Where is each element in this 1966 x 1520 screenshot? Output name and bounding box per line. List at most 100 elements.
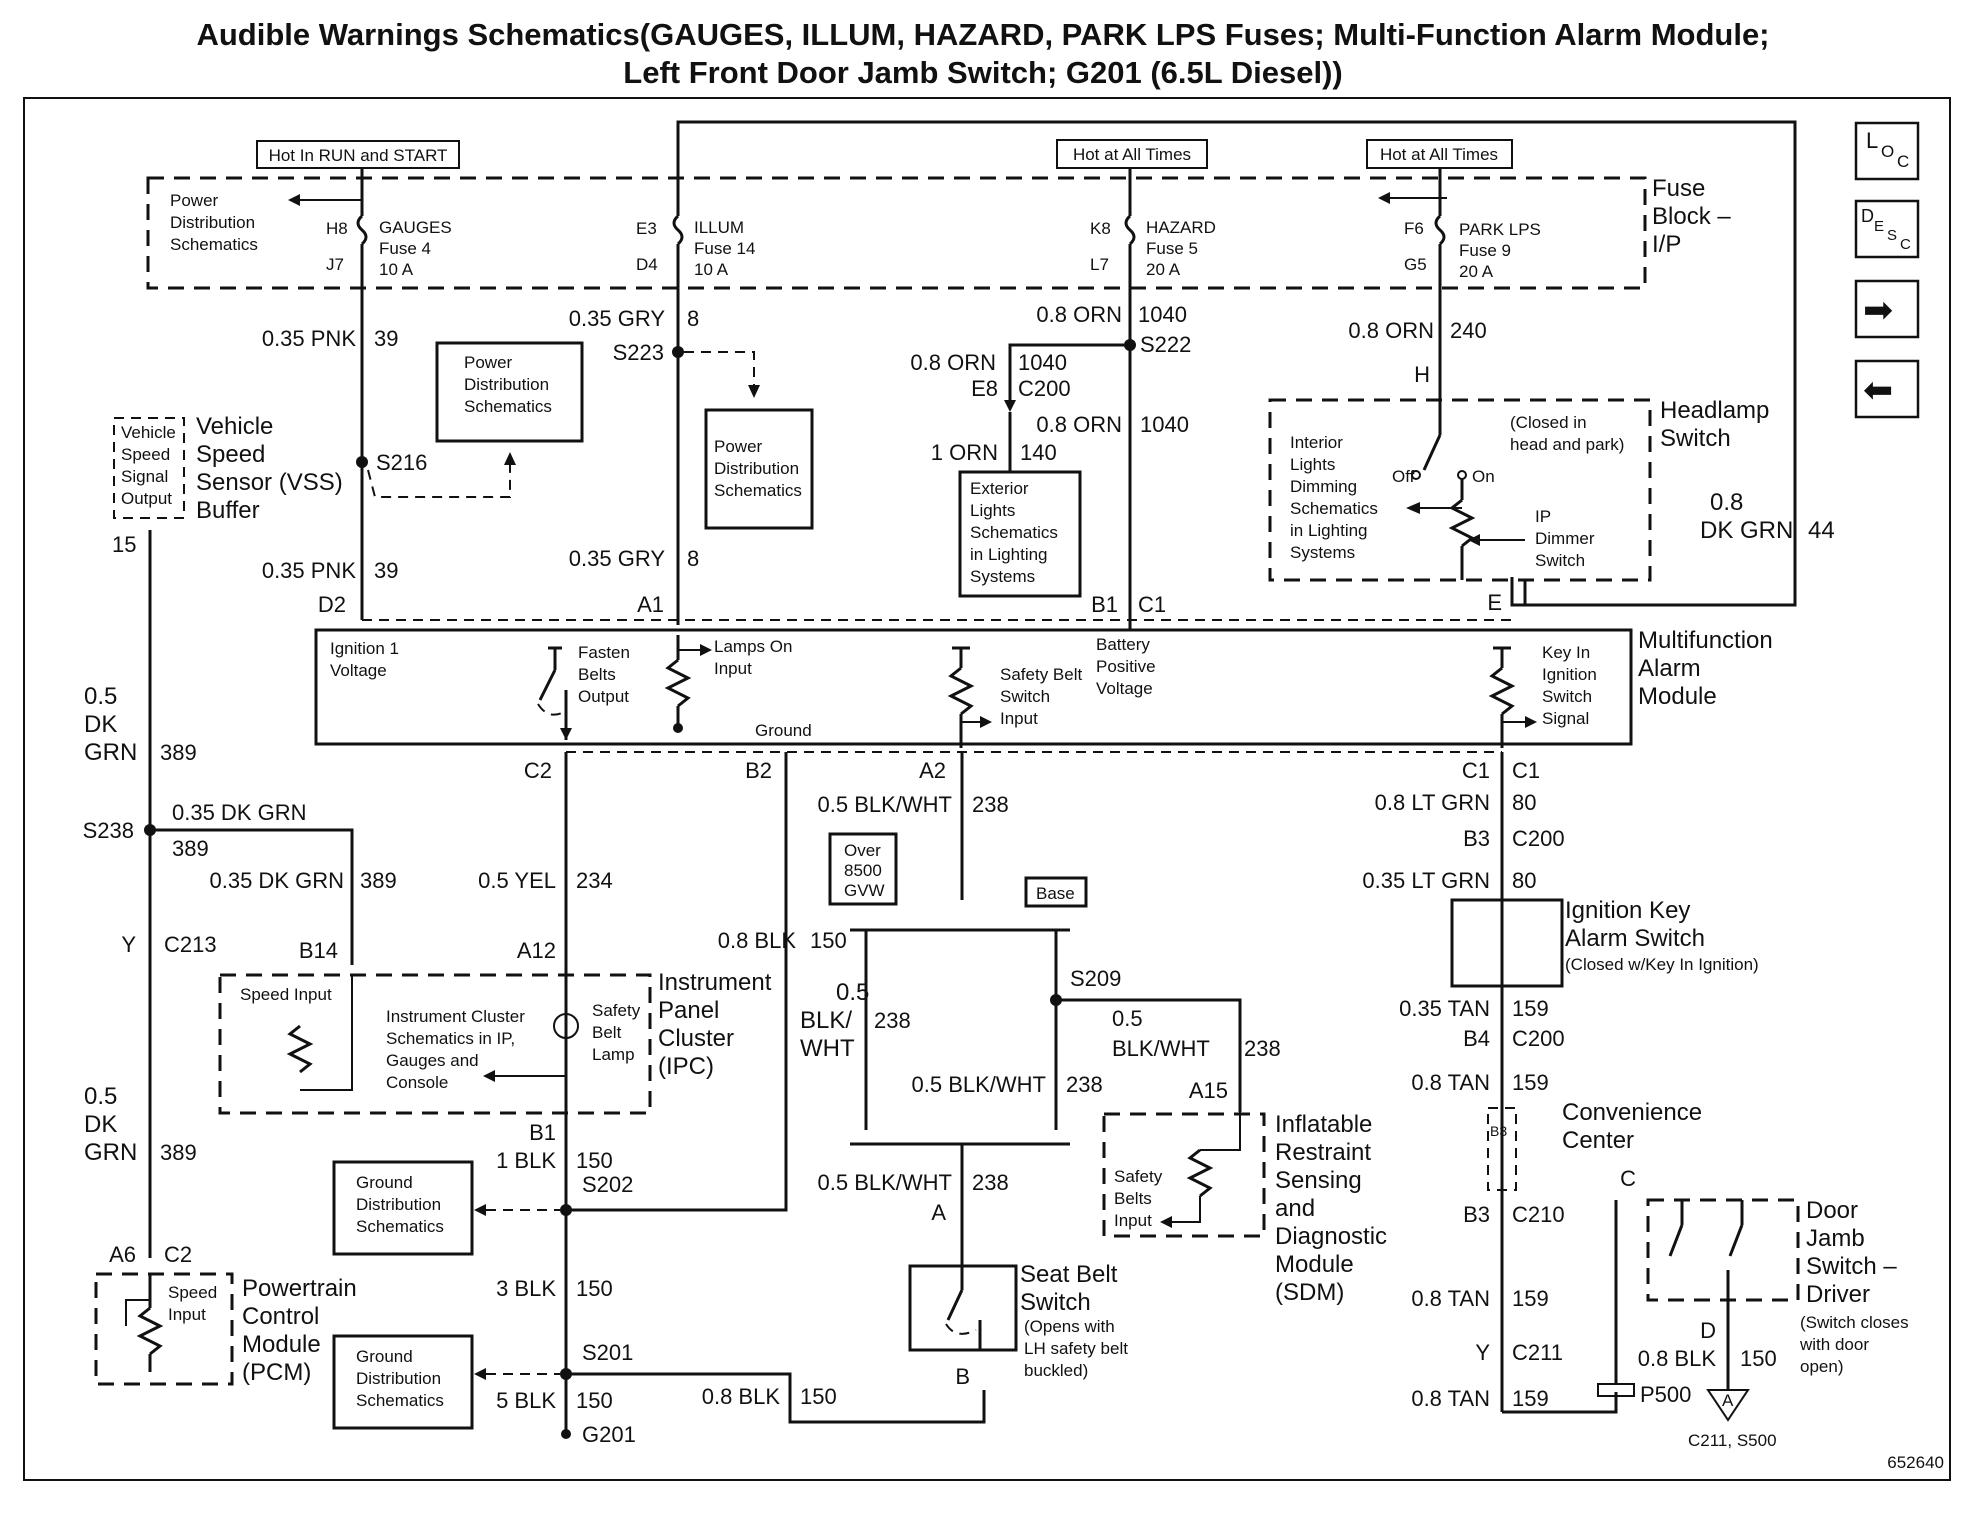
svg-text:Seat Belt: Seat Belt xyxy=(1020,1261,1118,1288)
svg-text:238: 238 xyxy=(874,1008,911,1033)
svg-text:Safety: Safety xyxy=(1114,1167,1163,1186)
svg-text:Output: Output xyxy=(121,489,172,508)
svg-text:C200: C200 xyxy=(1018,376,1071,401)
desc-letter-4: C xyxy=(1900,236,1911,253)
svg-text:Multifunction: Multifunction xyxy=(1638,627,1773,654)
svg-text:Ground: Ground xyxy=(356,1173,413,1192)
arrow-right-icon: ➡ xyxy=(1863,289,1893,330)
base-box xyxy=(1024,876,1088,908)
svg-text:0.5 YEL: 0.5 YEL xyxy=(478,868,556,893)
svg-text:with door: with door xyxy=(1799,1335,1869,1354)
svg-text:Fuse 5: Fuse 5 xyxy=(1146,239,1198,258)
svg-text:0.5 BLK/WHT: 0.5 BLK/WHT xyxy=(912,1072,1046,1097)
svg-text:D: D xyxy=(1700,1318,1716,1343)
svg-text:Ignition 1: Ignition 1 xyxy=(330,639,399,658)
svg-text:1 ORN: 1 ORN xyxy=(931,440,998,465)
svg-text:20 A: 20 A xyxy=(1459,262,1494,281)
svg-text:0.35 DK GRN: 0.35 DK GRN xyxy=(172,800,307,825)
svg-text:Fuse 4: Fuse 4 xyxy=(379,239,431,258)
svg-text:389: 389 xyxy=(160,740,197,765)
title-line-2: Left Front Door Jamb Switch; G201 (6.5L … xyxy=(623,55,1343,90)
svg-text:Driver: Driver xyxy=(1806,1281,1870,1308)
svg-text:Inflatable: Inflatable xyxy=(1275,1111,1372,1138)
svg-text:C: C xyxy=(1620,1166,1636,1191)
svg-text:Base: Base xyxy=(1036,884,1075,903)
desc-button[interactable]: D E S C xyxy=(1854,199,1920,259)
safety-belt-lamp-icon xyxy=(553,1013,579,1039)
powertrain-control-module-box xyxy=(94,1272,234,1386)
svg-text:0.8 ORN: 0.8 ORN xyxy=(910,350,996,375)
svg-text:Fuse 9: Fuse 9 xyxy=(1459,241,1511,260)
svg-text:Lamp: Lamp xyxy=(592,1045,635,1064)
loc-letter-1: L xyxy=(1866,128,1878,153)
svg-text:Vehicle: Vehicle xyxy=(121,423,176,442)
svg-text:20 A: 20 A xyxy=(1146,260,1181,279)
svg-text:80: 80 xyxy=(1512,868,1536,893)
svg-text:in Lighting: in Lighting xyxy=(1290,521,1368,540)
svg-text:IP: IP xyxy=(1535,507,1551,526)
wire-label: 0.35 PNK xyxy=(262,326,356,351)
hot-label-all-times-1: Hot at All Times xyxy=(1056,139,1208,169)
svg-text:Output: Output xyxy=(578,687,629,706)
svg-text:Alarm: Alarm xyxy=(1638,655,1701,682)
svg-text:0.8: 0.8 xyxy=(1710,489,1743,516)
svg-text:Hot at All Times: Hot at All Times xyxy=(1073,145,1191,164)
top-feed-wire xyxy=(676,120,1797,607)
svg-text:Headlamp: Headlamp xyxy=(1660,397,1769,424)
svg-text:Input: Input xyxy=(1000,709,1038,728)
svg-text:Hot In RUN and START: Hot In RUN and START xyxy=(269,146,448,165)
svg-text:GRN: GRN xyxy=(84,1139,137,1166)
svg-text:BLK/: BLK/ xyxy=(800,1007,852,1034)
svg-text:G5: G5 xyxy=(1404,255,1427,274)
svg-text:B4: B4 xyxy=(1463,1026,1490,1051)
svg-text:Y: Y xyxy=(1475,1340,1490,1365)
loc-letter-3: C xyxy=(1897,152,1909,171)
loc-button[interactable]: L O C xyxy=(1854,121,1920,181)
svg-text:A1: A1 xyxy=(637,592,664,617)
svg-text:S223: S223 xyxy=(613,340,664,365)
svg-text:Exterior: Exterior xyxy=(970,479,1029,498)
power-distribution-box-s216 xyxy=(435,341,584,443)
svg-text:H: H xyxy=(1414,362,1430,387)
outer-frame xyxy=(23,97,1951,1481)
svg-text:159: 159 xyxy=(1512,1286,1549,1311)
svg-text:Speed: Speed xyxy=(196,441,265,468)
svg-text:159: 159 xyxy=(1512,1070,1549,1095)
wire-label: 0.35 GRY xyxy=(569,306,666,331)
svg-text:Key In: Key In xyxy=(1542,643,1590,662)
svg-text:150: 150 xyxy=(576,1276,613,1301)
title-line-1: Audible Warnings Schematics(GAUGES, ILLU… xyxy=(196,17,1770,52)
svg-text:C2: C2 xyxy=(164,1242,192,1267)
svg-text:Switch –: Switch – xyxy=(1806,1253,1897,1280)
svg-text:DK: DK xyxy=(84,1111,117,1138)
svg-text:Schematics in IP,: Schematics in IP, xyxy=(386,1029,515,1048)
svg-text:Systems: Systems xyxy=(970,567,1035,586)
svg-text:150: 150 xyxy=(810,928,847,953)
over-8500-gvw-box xyxy=(828,832,898,906)
svg-text:150: 150 xyxy=(576,1388,613,1413)
svg-text:150: 150 xyxy=(576,1148,613,1173)
svg-text:P500: P500 xyxy=(1640,1382,1691,1407)
desc-letter-1: D xyxy=(1861,206,1874,226)
svg-text:C2: C2 xyxy=(524,758,552,783)
convenience-center-box xyxy=(1487,1107,1517,1191)
headlamp-switch-box xyxy=(1268,398,1652,582)
svg-text:in Lighting: in Lighting xyxy=(970,545,1048,564)
svg-text:140: 140 xyxy=(1020,440,1057,465)
svg-text:D4: D4 xyxy=(636,255,658,274)
document-number: 652640 xyxy=(1887,1453,1944,1472)
svg-text:DK: DK xyxy=(84,711,117,738)
svg-text:1 BLK: 1 BLK xyxy=(496,1148,556,1173)
svg-text:C213: C213 xyxy=(164,932,217,957)
svg-text:Cluster: Cluster xyxy=(658,1025,734,1052)
svg-text:Schematics: Schematics xyxy=(464,397,552,416)
prev-button[interactable]: ⬅ xyxy=(1854,359,1920,419)
svg-text:Input: Input xyxy=(714,659,752,678)
svg-text:389: 389 xyxy=(360,868,397,893)
svg-text:389: 389 xyxy=(172,836,209,861)
svg-text:Signal: Signal xyxy=(121,467,168,486)
svg-text:A2: A2 xyxy=(919,758,946,783)
svg-text:0.8 BLK: 0.8 BLK xyxy=(718,928,797,953)
next-button[interactable]: ➡ xyxy=(1854,279,1920,339)
